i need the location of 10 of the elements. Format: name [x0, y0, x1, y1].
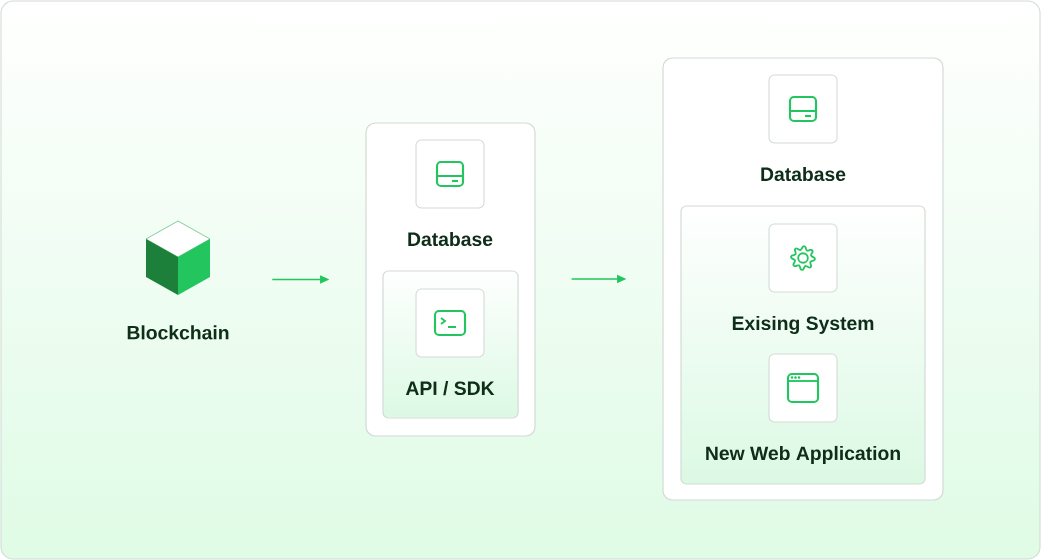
icon-tile: Database: [408, 139, 493, 247]
node-label: New Web Application: [706, 445, 900, 464]
node-label: Database: [408, 231, 493, 247]
icon-tile: New Web Application: [706, 353, 900, 464]
node-label: Database: [761, 166, 846, 182]
icon-tile: Database: [761, 74, 846, 182]
icon-tile: Exising System: [732, 223, 874, 334]
icon-tile: API / SDK: [405, 288, 495, 396]
node-label: Exising System: [732, 315, 874, 335]
node-label: API / SDK: [405, 380, 495, 396]
